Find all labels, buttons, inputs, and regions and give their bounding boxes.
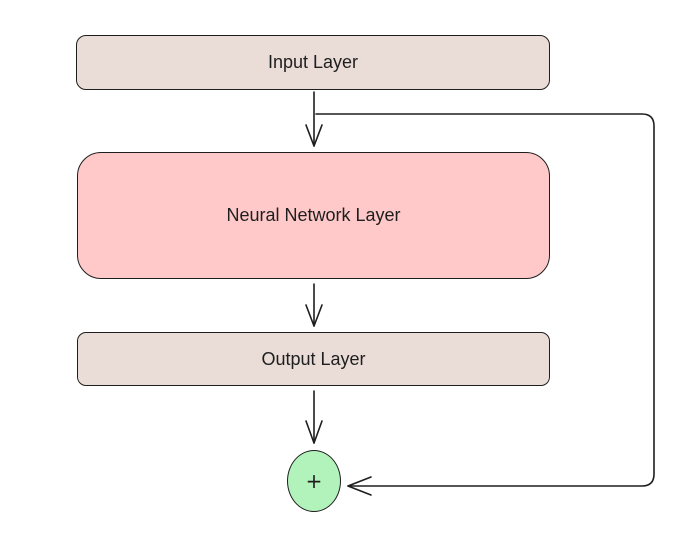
- arrowhead-skip-connection: [347, 476, 372, 496]
- input-layer-label: Input Layer: [267, 52, 359, 72]
- arrowhead-neural-network-to-output: [305, 304, 323, 327]
- edge-skip-connection: [315, 113, 655, 487]
- add-symbol: +: [305, 469, 323, 493]
- add-node: +: [287, 450, 341, 512]
- output-layer-node: Output Layer: [77, 332, 550, 386]
- output-layer-label: Output Layer: [261, 348, 366, 369]
- arrowhead-output-to-add: [305, 420, 323, 444]
- neural-network-layer-node: Neural Network Layer: [77, 152, 550, 279]
- neural-network-layer-label: Neural Network Layer: [226, 205, 401, 225]
- input-layer-node: Input Layer: [76, 35, 550, 90]
- arrowhead-input-to-neural-network: [305, 124, 323, 147]
